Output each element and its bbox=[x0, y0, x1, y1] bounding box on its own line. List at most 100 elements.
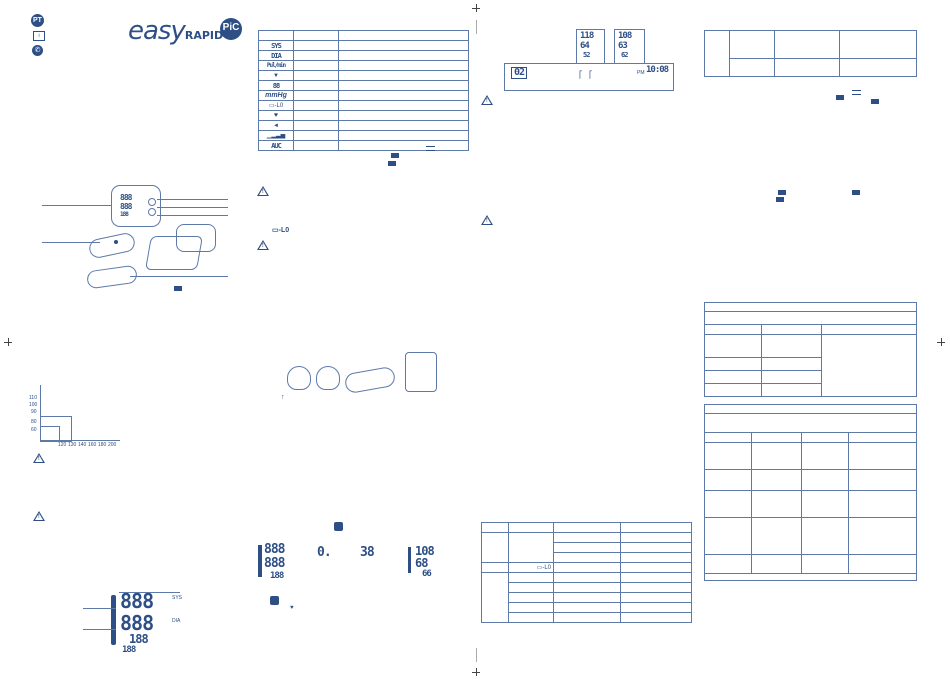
memory-display-2: 108 63 62 bbox=[614, 29, 645, 64]
mem-button-icon[interactable] bbox=[270, 596, 279, 605]
mem-badge bbox=[776, 197, 784, 202]
display-example-value: 188 bbox=[270, 571, 284, 581]
symbol-level-bar: ▁▂▃▅ bbox=[258, 130, 294, 141]
display-example-value: 66 bbox=[422, 569, 432, 579]
x-tick: 120 bbox=[58, 442, 67, 448]
y-tick: 80 bbox=[31, 419, 37, 425]
pic-logo: PiC bbox=[220, 18, 242, 40]
memory-pulse: 52 bbox=[583, 51, 591, 59]
y-tick: 90 bbox=[31, 409, 37, 415]
device-lcd-sys: 888 bbox=[120, 193, 132, 202]
y-tick: 110 bbox=[29, 395, 37, 401]
top-table bbox=[704, 30, 917, 78]
mem-badge bbox=[778, 190, 786, 195]
lang-badge-pt: PT bbox=[31, 14, 44, 27]
device-lcd-dia: 888 bbox=[120, 202, 132, 211]
lcd-detail-mem: 188 bbox=[122, 645, 136, 655]
device-iso-cuff bbox=[176, 224, 216, 252]
symbol-arrow: ▼ bbox=[258, 70, 294, 81]
memory-pulse: 62 bbox=[621, 51, 629, 59]
wide-display: 02 ⎡ ⎡ PM 10:08 bbox=[504, 63, 674, 91]
symbol-battery: ▭-L0 bbox=[258, 100, 294, 111]
warning-icon: ! bbox=[481, 95, 493, 105]
display-example-value: 108 bbox=[415, 544, 435, 558]
cuff-step-4 bbox=[405, 352, 437, 392]
x-tick: 200 bbox=[108, 442, 117, 448]
spec-table-2 bbox=[704, 404, 917, 581]
symbol-indicator: ◄ bbox=[258, 120, 294, 131]
device-lcd-pulse: 188 bbox=[120, 211, 129, 218]
lcd-detail: 888 SYS 888 DIA 188 188 bbox=[111, 591, 191, 669]
device-button-top[interactable] bbox=[148, 198, 156, 206]
registration-mark-icon bbox=[472, 4, 480, 12]
memory-sys: 118 bbox=[580, 31, 594, 41]
x-tick: 140 bbox=[78, 442, 87, 448]
lcd-detail-sys: 888 bbox=[120, 589, 154, 613]
x-tick: 160 bbox=[88, 442, 97, 448]
display-example-value: 888 bbox=[264, 542, 286, 557]
device-front: 888 888 188 bbox=[111, 185, 161, 227]
mem-badge bbox=[871, 99, 879, 104]
mem-badge bbox=[391, 153, 399, 158]
wide-display-time: 10:08 bbox=[646, 65, 669, 75]
y-tick: 60 bbox=[31, 427, 37, 433]
x-tick: 180 bbox=[98, 442, 107, 448]
mem-button-icon[interactable] bbox=[334, 522, 343, 531]
spec-table-1 bbox=[704, 302, 917, 397]
symbol-auc: AUC bbox=[258, 140, 294, 151]
manual-icon: i bbox=[33, 31, 45, 41]
device-button-bottom[interactable] bbox=[148, 208, 156, 216]
registration-mark-icon bbox=[4, 338, 12, 346]
mem-badge bbox=[836, 95, 844, 100]
wide-display-mark: ⎡ bbox=[589, 72, 593, 79]
display-example-value: 68 bbox=[415, 556, 428, 570]
symbol-heart: ♥ bbox=[258, 110, 294, 121]
cuff-step-2 bbox=[316, 366, 340, 390]
display-example-2: 0. bbox=[303, 545, 341, 589]
warning-icon: ! bbox=[257, 186, 269, 196]
symbol-dia: DIA bbox=[258, 50, 294, 61]
wide-display-mark: ⎡ bbox=[579, 72, 583, 79]
symbol-table: SYS DIA Pul/min ▼ 88 mmHg ▭-L0 ♥ ◄ ▁▂▃▅ … bbox=[258, 30, 469, 151]
memory-display-1: 118 64 52 bbox=[576, 29, 605, 64]
mem-badge bbox=[852, 90, 861, 95]
memory-dia: 63 bbox=[618, 41, 628, 51]
mem-badge bbox=[852, 190, 860, 195]
lcd-detail-pulse: 188 bbox=[129, 632, 149, 646]
display-example-value: 888 bbox=[264, 556, 286, 571]
warning-icon: ! bbox=[33, 511, 45, 521]
brand-logo: easyRAPID bbox=[128, 16, 224, 46]
wide-display-ampm: PM bbox=[637, 70, 645, 76]
mem-badge bbox=[174, 286, 182, 291]
display-example-4: 108 68 66 bbox=[408, 545, 448, 591]
device-side-bottom bbox=[85, 264, 139, 290]
bp-classification-chart: 110 100 90 80 60 120 130 140 160 180 200 bbox=[29, 385, 120, 448]
memory-sys: 108 bbox=[618, 31, 632, 41]
cuff-step-1 bbox=[287, 366, 311, 390]
mem-badge bbox=[426, 146, 435, 151]
info-icon: ✆ bbox=[32, 45, 43, 56]
registration-mark-icon bbox=[937, 338, 945, 346]
display-example-value: 0. bbox=[317, 545, 332, 560]
memory-dia: 64 bbox=[580, 41, 590, 51]
arrow-up-icon: ↑ bbox=[281, 394, 285, 401]
symbol-sys: SYS bbox=[258, 40, 294, 51]
low-battery-label: ▭-L0 bbox=[272, 227, 290, 234]
wide-display-left: 02 bbox=[511, 67, 528, 79]
troubleshooting-table: ▭-L0 bbox=[481, 522, 692, 623]
warning-icon: ! bbox=[257, 240, 269, 250]
device-side-left bbox=[87, 231, 137, 260]
symbol-memory: 88 bbox=[258, 80, 294, 91]
registration-mark-icon bbox=[472, 668, 480, 676]
heart-icon: ♥ bbox=[290, 605, 294, 611]
battery-error-label: ▭-L0 bbox=[508, 562, 554, 573]
display-example-1: 888 888 188 bbox=[258, 543, 300, 593]
y-tick: 100 bbox=[29, 402, 38, 408]
display-example-value: 38 bbox=[360, 545, 375, 560]
x-tick: 130 bbox=[68, 442, 77, 448]
mem-badge bbox=[388, 161, 396, 166]
display-example-3: 38 bbox=[355, 545, 395, 589]
cuff-step-3 bbox=[343, 365, 397, 395]
lcd-detail-dia: 888 bbox=[120, 611, 154, 635]
warning-icon: ! bbox=[481, 215, 493, 225]
